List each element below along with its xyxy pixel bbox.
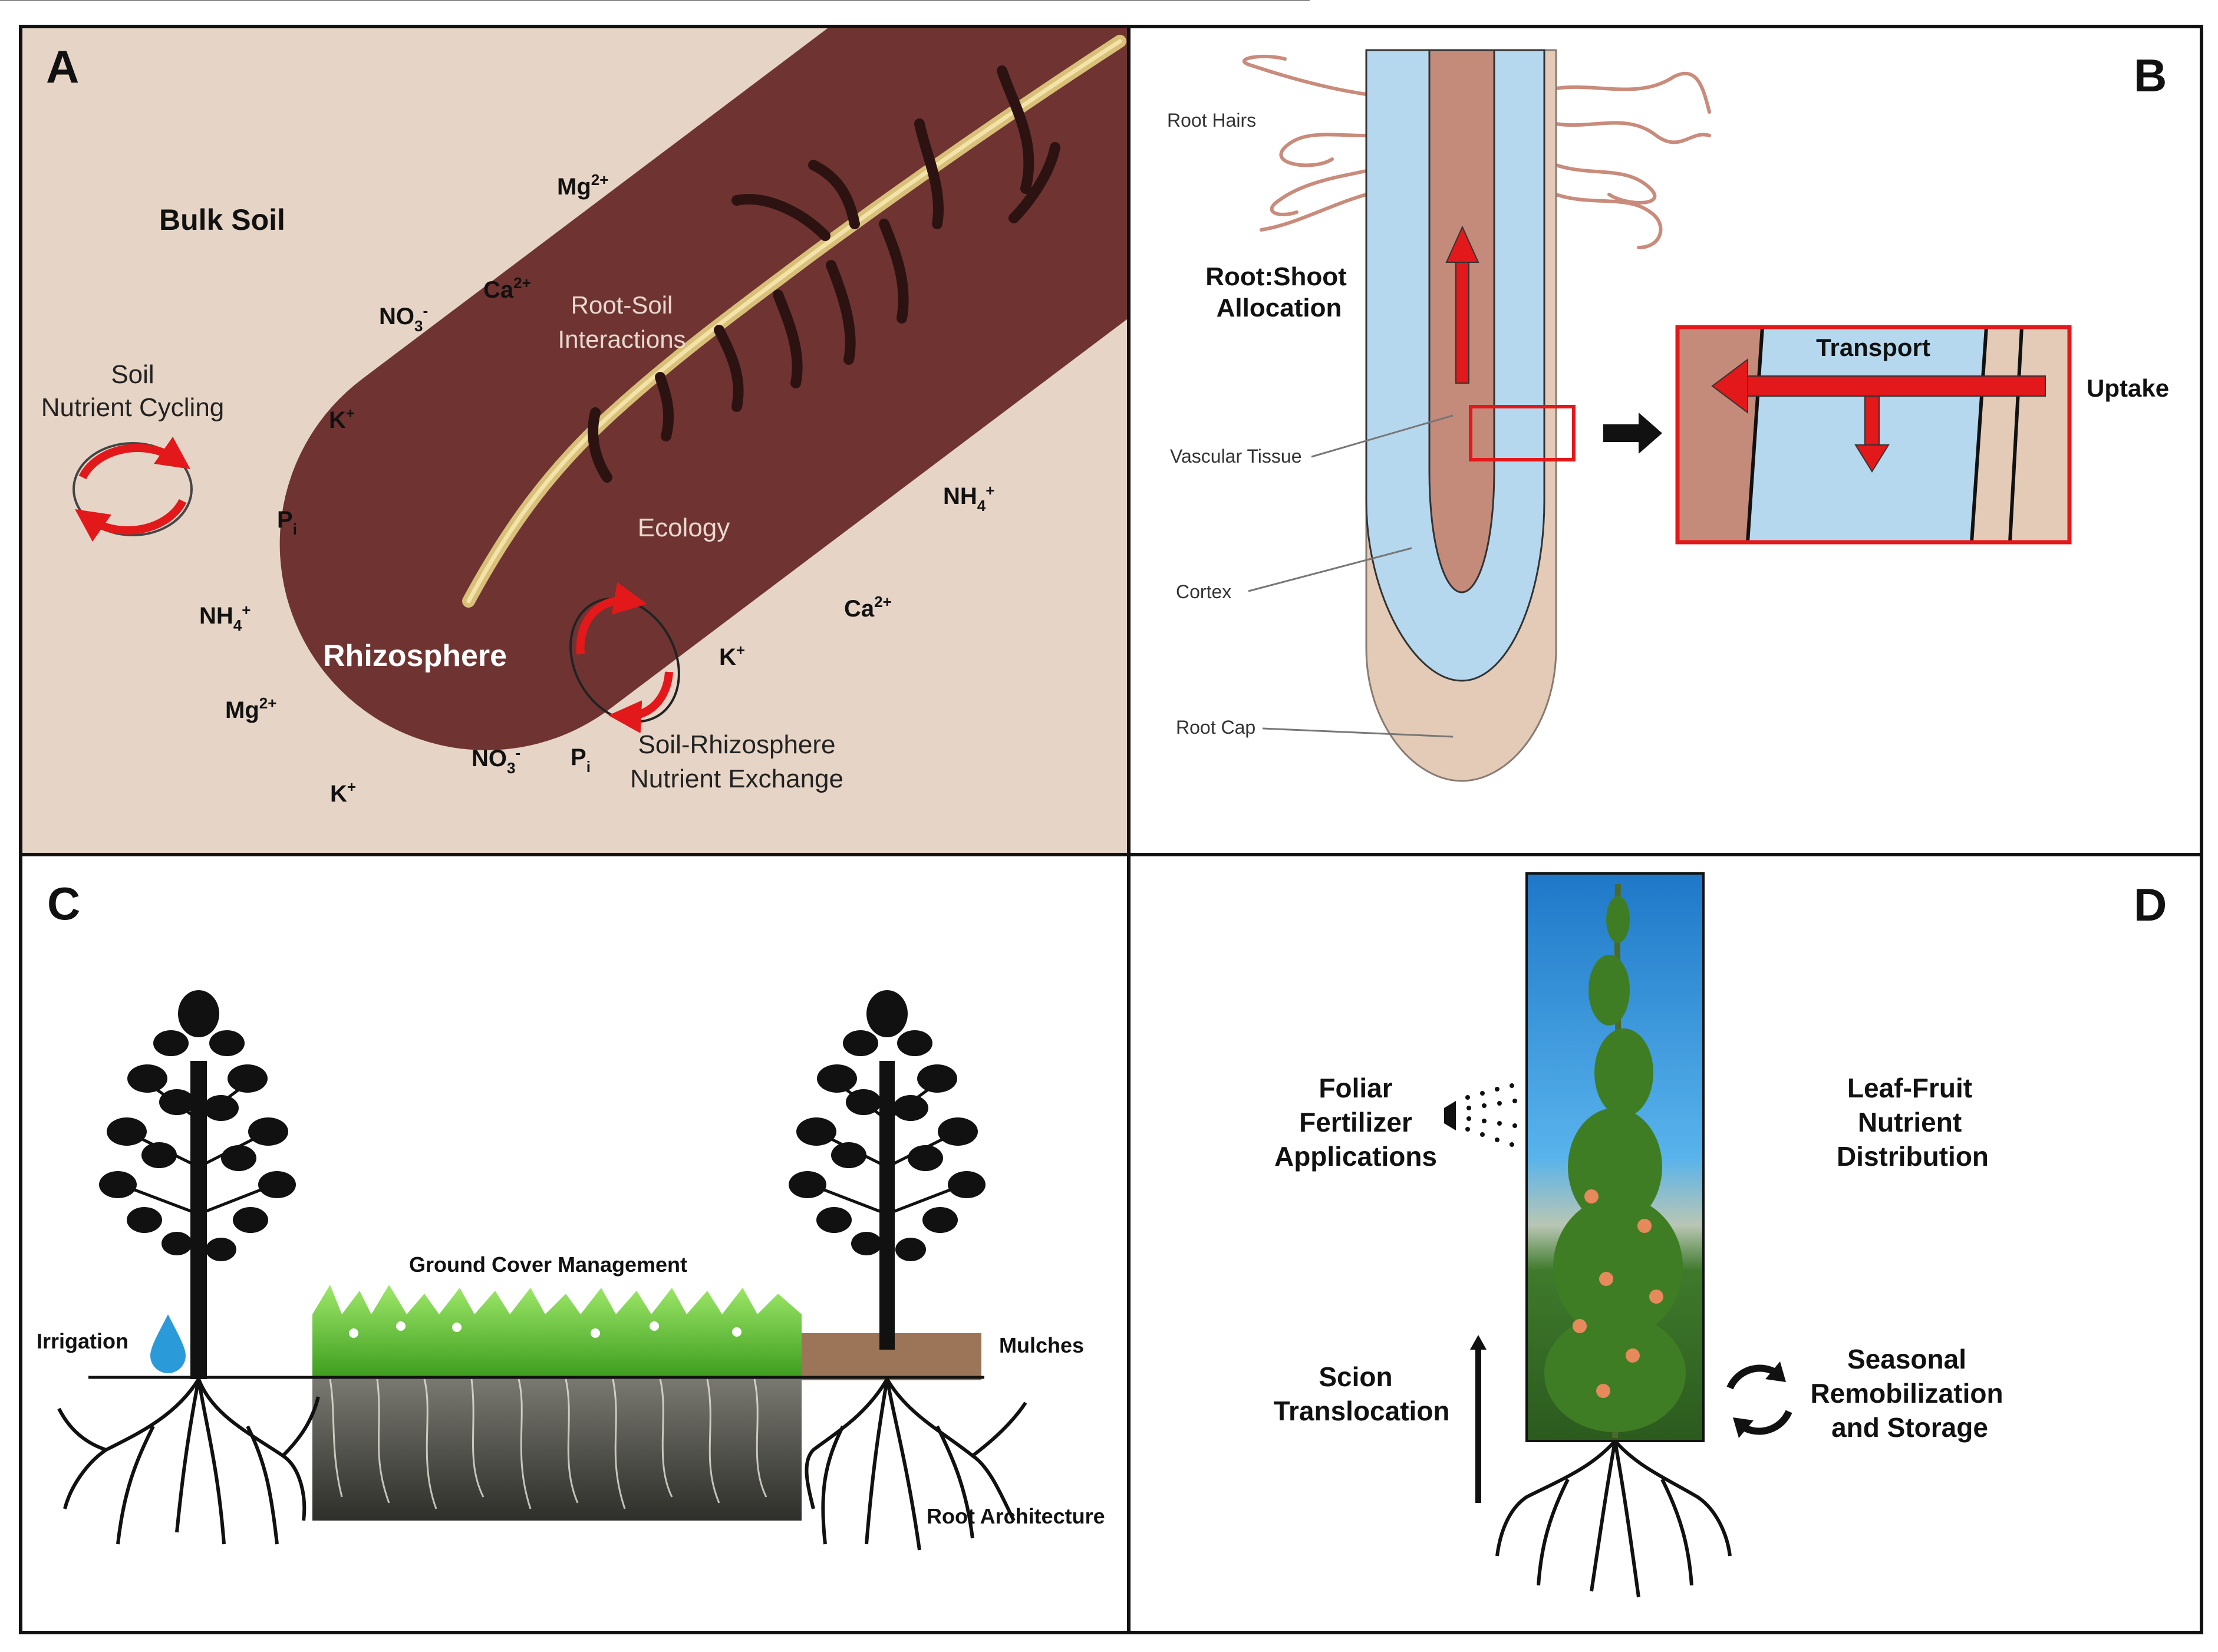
ion-k-mid: K+ bbox=[329, 404, 355, 433]
allocation-arrow bbox=[1445, 225, 1479, 384]
ion-ca-top: Ca2+ bbox=[483, 274, 531, 303]
vascular-label: Vascular Tissue bbox=[1170, 446, 1302, 467]
root-architecture-label: Root Architecture bbox=[927, 1504, 1105, 1528]
exchange-label-line2: Nutrient Exchange bbox=[630, 764, 843, 793]
orchard-roots bbox=[1495, 1440, 1732, 1598]
leaf-fruit-label-line2: Nutrient bbox=[1858, 1107, 1962, 1137]
translocation-arrow bbox=[1470, 1335, 1487, 1503]
zoom-source-box bbox=[1469, 405, 1576, 461]
ion-no3-top: NO3- bbox=[379, 302, 428, 335]
grass-strip bbox=[312, 1285, 802, 1376]
bulk-soil-label: Bulk Soil bbox=[159, 203, 285, 236]
left-tree-roots bbox=[57, 1378, 320, 1545]
seasonal-label-line2: Remobilization bbox=[1810, 1378, 2003, 1409]
ion-k-bottom: K+ bbox=[330, 778, 356, 807]
orchard-tree bbox=[1544, 883, 1686, 1439]
uptake-label: Uptake bbox=[2087, 374, 2169, 402]
scion-label-line1: Scion bbox=[1319, 1361, 1392, 1392]
zoom-detail bbox=[1675, 325, 2072, 545]
root-soil-label-line1: Root-Soil bbox=[571, 291, 673, 319]
root-strands bbox=[329, 1379, 767, 1509]
root-hairs-label: Root Hairs bbox=[1167, 110, 1256, 131]
panel-d: D bbox=[1127, 853, 2203, 1634]
ecology-label: Ecology bbox=[638, 513, 730, 542]
panel-a: A Bulk Soil Rhizosphere Root-Soil Intera… bbox=[19, 25, 1131, 856]
grass-flowers bbox=[349, 1321, 741, 1338]
root-soil-label-line2: Interactions bbox=[558, 325, 685, 353]
root-mass-photo bbox=[312, 1376, 802, 1521]
ion-nh4-left: NH4+ bbox=[199, 601, 251, 634]
foliar-label-line2: Fertilizer bbox=[1299, 1107, 1412, 1137]
panel-c-letter: C bbox=[47, 878, 80, 929]
allocation-label-line2: Allocation bbox=[1217, 294, 1342, 322]
leaf-fruit-label-line3: Distribution bbox=[1837, 1141, 1989, 1172]
ion-k-right: K+ bbox=[719, 641, 745, 670]
panel-b: B bbox=[0, 0, 2203, 856]
panel-b-letter: B bbox=[2134, 50, 2167, 101]
transport-label: Transport bbox=[1816, 334, 1930, 361]
zoom-arrow bbox=[1603, 413, 1662, 454]
ion-mg-top: Mg2+ bbox=[557, 171, 608, 200]
ground-cover-label: Ground Cover Management bbox=[409, 1252, 687, 1277]
root-cap-label: Root Cap bbox=[1176, 717, 1255, 738]
cycling-label-line1: Soil bbox=[111, 360, 154, 389]
water-drop-icon bbox=[150, 1314, 186, 1373]
root-hairs bbox=[1243, 54, 1711, 249]
leaf-fruit-label-line1: Leaf-Fruit bbox=[1847, 1073, 1972, 1103]
exchange-cycling-arrows bbox=[569, 582, 680, 734]
exchange-label-line1: Soil-Rhizosphere bbox=[638, 730, 835, 759]
irrigation-label: Irrigation bbox=[37, 1329, 128, 1353]
seasonal-cycle-icon bbox=[1726, 1361, 1792, 1438]
panel-d-letter: D bbox=[2134, 879, 2167, 931]
scion-label-line2: Translocation bbox=[1273, 1396, 1449, 1426]
ion-nh4-right: NH4+ bbox=[943, 482, 994, 515]
sprayer-icon bbox=[1444, 1083, 1517, 1147]
seasonal-label-line3: and Storage bbox=[1831, 1412, 1988, 1443]
foliar-label-line3: Applications bbox=[1274, 1141, 1437, 1172]
label-leaders bbox=[0, 0, 1454, 738]
ion-pi-bottom: Pi bbox=[571, 744, 591, 776]
seasonal-label-line1: Seasonal bbox=[1847, 1344, 1966, 1374]
panel-c: C bbox=[19, 853, 1131, 1634]
cycling-label-line2: Nutrient Cycling bbox=[41, 393, 225, 422]
ion-no3-bottom: NO3- bbox=[472, 744, 520, 777]
ion-ca-right: Ca2+ bbox=[844, 593, 892, 622]
lateral-roots bbox=[588, 65, 1060, 483]
rhizosphere-label: Rhizosphere bbox=[323, 639, 507, 673]
right-tree-roots bbox=[805, 1378, 1027, 1551]
right-tree bbox=[789, 990, 1027, 1551]
ion-pi-left: Pi bbox=[277, 507, 297, 538]
panel-a-letter: A bbox=[46, 41, 79, 93]
ion-mg-bottom: Mg2+ bbox=[225, 694, 276, 723]
foliar-label-line1: Foliar bbox=[1319, 1073, 1392, 1103]
allocation-label-line1: Root:Shoot bbox=[1205, 262, 1347, 291]
mulches-label: Mulches bbox=[999, 1333, 1084, 1357]
cortex-label: Cortex bbox=[1176, 581, 1231, 602]
soil-cycling-arrows bbox=[72, 437, 193, 542]
left-tree bbox=[57, 990, 320, 1545]
